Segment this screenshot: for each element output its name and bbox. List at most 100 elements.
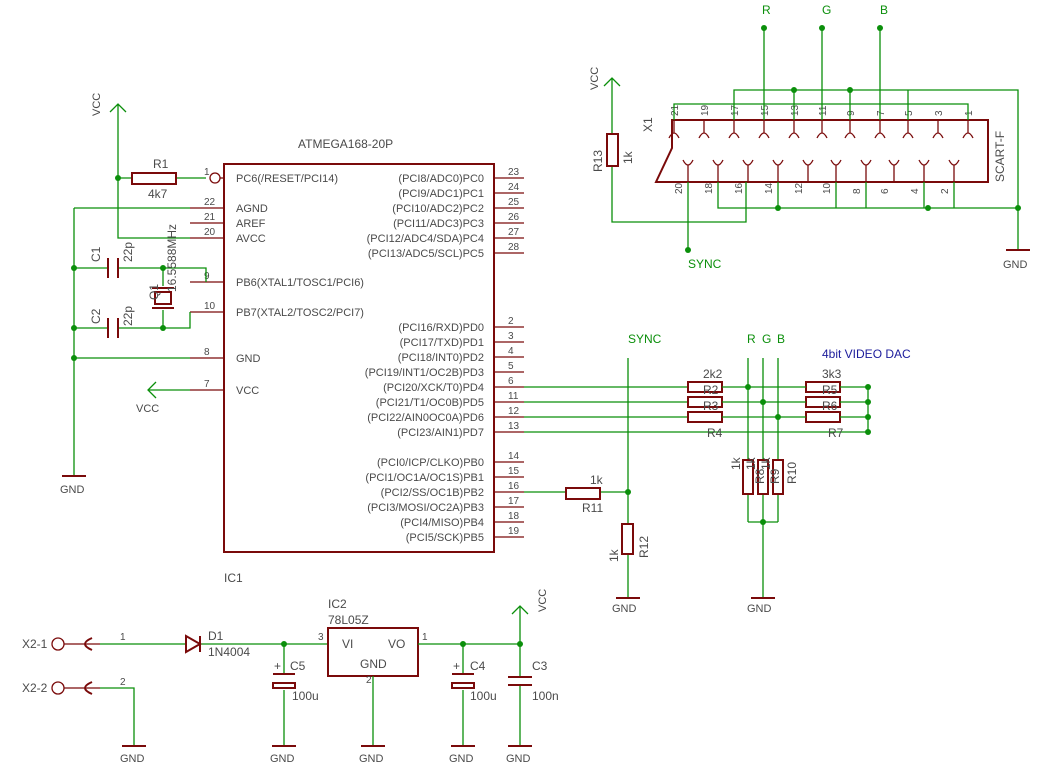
ic1-pin-number: 2 [508, 316, 514, 327]
ic1-pin-label: AREF [236, 218, 266, 230]
ic1-pin-number: 6 [508, 376, 514, 387]
junction [775, 414, 781, 420]
ic1-name: IC1 [224, 571, 243, 585]
scart-bottom-pin [682, 159, 694, 182]
dac-r5: R5 [822, 383, 838, 397]
gnd-label: GND [270, 753, 295, 765]
vcc-label-left: VCC [136, 403, 159, 415]
scart-g-label: G [822, 3, 831, 17]
ic1-pin-number: 27 [508, 227, 520, 238]
ic1-value: ATMEGA168-20P [298, 137, 393, 151]
junction [745, 384, 751, 390]
ic1-pin-number: 11 [508, 391, 519, 402]
ic1-pin-label: GND [236, 353, 261, 365]
c5-value: 100u [292, 689, 319, 703]
ic1-pin-label: (PCI19/INT1/OC2B)PD3 [365, 367, 484, 379]
c1-value: 22p [121, 242, 135, 262]
d1-value: 1N4004 [208, 645, 250, 659]
x2-2-label: X2-2 [22, 681, 48, 695]
scart-pin-number: 6 [880, 188, 891, 194]
c2-wire [74, 312, 191, 329]
ic1-pin-label: (PCI8/ADC0)PC0 [398, 173, 484, 185]
scart-top-pin [874, 120, 886, 139]
ic1-pin-label: (PCI2/SS/OC1B)PB2 [381, 487, 484, 499]
junction [115, 175, 121, 181]
ic1-pin-number: 25 [508, 197, 520, 208]
scart-body [654, 119, 989, 183]
ic2-pin-gnd: 2 [366, 675, 372, 686]
ic1-pin-number: 7 [204, 379, 210, 390]
scart-bottom-pin [918, 159, 930, 182]
r12-resistor [621, 523, 634, 555]
gnd-label: GND [120, 753, 145, 765]
ic1-pin-number: 22 [204, 197, 216, 208]
dac-r-3k3: 3k3 [822, 367, 842, 381]
ic2-name: IC2 [328, 597, 347, 611]
junction [760, 399, 766, 405]
dac-resistor-3k3 [805, 411, 841, 423]
dac-r7: R7 [828, 426, 844, 440]
ic2-pin-out: 1 [422, 632, 428, 643]
ic1-pin-number: 17 [508, 496, 520, 507]
scart-pin-number: 20 [674, 182, 685, 194]
ic1-pin-number: 8 [204, 347, 210, 358]
junction [625, 489, 631, 495]
x2-gnd-wire [100, 687, 135, 746]
ic1-pin-label: (PCI13/ADC5/SCL)PC5 [368, 248, 484, 260]
gnd-label: GND [60, 484, 85, 496]
c2-name: C2 [89, 308, 103, 324]
q1-value: 16.5588MHz [165, 224, 179, 292]
dac-wire [524, 358, 629, 598]
junction [460, 641, 466, 647]
ic1-pin-label: (PCI9/ADC1)PC1 [398, 188, 484, 200]
ic1-pin-number: 20 [204, 227, 216, 238]
r1-name: R1 [153, 157, 169, 171]
x2-pin1: 1 [120, 632, 126, 643]
ic1-pin-label: (PCI23/AIN1)PD7 [397, 427, 484, 439]
r13-value: 1k [621, 150, 635, 164]
scart-pin-number: 13 [790, 104, 801, 116]
c5-plate-neg [272, 682, 296, 689]
x2-1-label: X2-1 [22, 637, 48, 651]
ic1-pin-number: 9 [204, 271, 210, 282]
oscillator-circuit: C1 22p C2 22p Q1 16.5588MHz GND VCC [60, 207, 207, 496]
r12-value: 1k [607, 548, 621, 562]
ic1-pin-number: 13 [508, 421, 520, 432]
junction [160, 325, 166, 331]
junction [877, 25, 883, 31]
scart-pin-number: 18 [704, 182, 715, 194]
scart-pin-number: 16 [734, 182, 745, 194]
x2-connector-shape [84, 637, 93, 695]
scart-bottom-pin [888, 159, 900, 182]
junction [1015, 205, 1021, 211]
c4-name: C4 [470, 659, 486, 673]
dac-b-label: B [777, 332, 785, 346]
ic1-pin-number: 3 [508, 331, 514, 342]
dac-r10: R10 [785, 462, 799, 484]
scart-pin-number: 5 [904, 110, 915, 116]
scart-wire [733, 89, 1019, 250]
reset-inverted-bubble [209, 172, 221, 184]
junction [760, 519, 766, 525]
scart-value: SCART-F [993, 131, 1007, 182]
x2-2-terminal [51, 681, 65, 695]
c4-plus: + [453, 659, 460, 673]
r11-name: R11 [582, 501, 603, 515]
ic1-pin-number: 28 [508, 242, 520, 253]
scart-pin-number: 12 [794, 182, 805, 194]
c5-plus: + [274, 659, 281, 673]
junction [71, 265, 77, 271]
scart-pin-number: 10 [822, 182, 833, 194]
c2-value: 22p [121, 306, 135, 326]
scart-sync-label: SYNC [688, 257, 722, 271]
r11-resistor [565, 487, 601, 500]
scart-wire [763, 28, 881, 120]
scart-bottom-pin [948, 159, 960, 182]
gnd-label: GND [449, 753, 474, 765]
r13-name: R13 [591, 150, 605, 172]
ic1-pin-label: (PCI11/ADC3)PC3 [393, 218, 484, 230]
gnd-label: GND [506, 753, 531, 765]
ic1-pin-number: 14 [508, 451, 520, 462]
